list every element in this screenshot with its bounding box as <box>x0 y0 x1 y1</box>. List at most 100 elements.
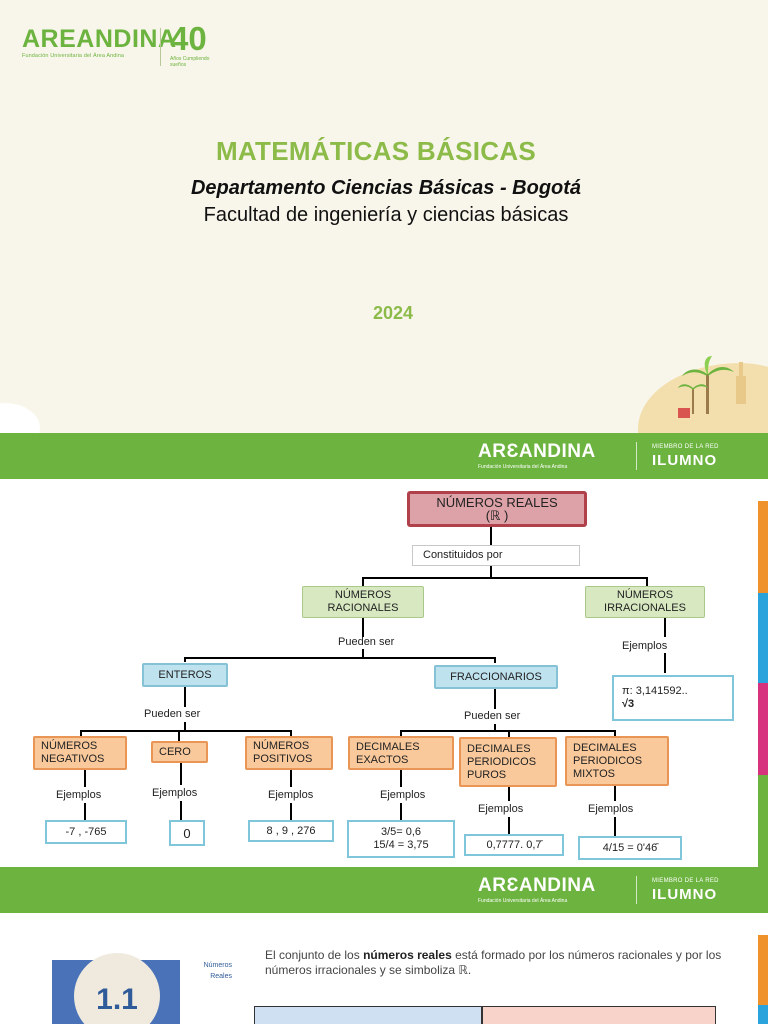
stripe-blue <box>758 593 768 683</box>
pure-periodic-node: DECIMALES PERIODICOS PUROS <box>459 737 557 787</box>
stripe-magenta <box>758 683 768 775</box>
section-side-label: Números Reales <box>196 960 232 982</box>
zero-examples-label: Ejemplos <box>152 787 198 799</box>
integers-label: ENTEROS <box>158 668 212 681</box>
side-label-line-2: Reales <box>210 973 232 980</box>
connector-line <box>508 785 510 801</box>
network-label: ILUMNO <box>652 886 718 903</box>
connector-line <box>400 730 402 736</box>
course-title: MATEMÁTICAS BÁSICAS <box>215 136 537 166</box>
stripe-green <box>758 775 768 867</box>
connector-line <box>362 649 364 659</box>
irrationals-label: NÚMEROS IRRACIONALES <box>604 589 686 614</box>
connector-line <box>290 730 292 736</box>
connector-line <box>490 566 492 578</box>
rationals-label: NÚMEROS RACIONALES <box>327 589 399 614</box>
connector-line <box>614 785 616 801</box>
exact-decimals-node: DECIMALES EXACTOS <box>348 736 454 770</box>
connector-line <box>508 730 510 738</box>
connector-line <box>80 730 82 736</box>
year-label: 2024 <box>372 303 414 323</box>
member-label: MIEMBRO DE LA RED <box>652 444 719 450</box>
connector-line <box>362 617 364 637</box>
palm-tree-icon <box>678 356 746 418</box>
zero-node: CERO <box>151 741 208 763</box>
department-title: Departamento Ciencias Básicas - Bogotá <box>190 177 582 199</box>
irrationals-examples-label: Ejemplos <box>622 640 668 652</box>
connector-line <box>362 577 648 579</box>
definition-slide: 1.1 Números Reales El conjunto de los nú… <box>0 913 768 1024</box>
pure-example-box: 0,7777. 0,7̄ <box>464 834 564 856</box>
brand-bar-top: ARƐANDINA Fundación Universitaria del Ár… <box>0 433 768 479</box>
definition-text: El conjunto de los números reales está f… <box>265 948 725 978</box>
member-label: MIEMBRO DE LA RED <box>652 878 719 884</box>
connector-line <box>184 657 496 659</box>
stripe-blue <box>758 1005 768 1024</box>
connector-line <box>184 722 186 732</box>
brand-wordmark: ARƐANDINA <box>478 875 596 896</box>
areandina-logo: AREANDINA Fundación Universitaria del Ár… <box>22 26 177 59</box>
definition-text-bold: números reales <box>363 948 452 962</box>
zero-example: 0 <box>183 825 191 841</box>
section-badge: 1.1 <box>74 953 160 1024</box>
anniversary-number: 40 <box>170 20 207 57</box>
integers-can-be-label: Pueden ser <box>144 708 201 720</box>
positives-example-box: 8 , 9 , 276 <box>248 820 334 842</box>
sqrt3-example: √3 <box>622 698 635 710</box>
stripe-orange <box>758 501 768 593</box>
connector-line <box>80 730 292 732</box>
connector-line <box>400 769 402 787</box>
positives-examples-label: Ejemplos <box>268 789 314 801</box>
corner-decoration <box>0 403 40 433</box>
connector-line <box>490 526 492 546</box>
connector-line <box>508 817 510 835</box>
irrational-examples-box: π: 3,141592.. √3 <box>612 675 734 721</box>
pure-example: 0,7777. 0,7̄ <box>486 838 542 851</box>
integers-node: ENTEROS <box>142 663 228 687</box>
pure-examples-label: Ejemplos <box>478 803 524 815</box>
real-numbers-node: NÚMEROS REALES (ℝ ) <box>407 491 587 527</box>
brand-divider <box>636 442 637 470</box>
negatives-examples-label: Ejemplos <box>56 789 102 801</box>
connector-line <box>614 817 616 837</box>
real-numbers-symbol: (ℝ ) <box>485 508 509 523</box>
fractional-label: FRACCIONARIOS <box>450 670 542 683</box>
connector-line <box>180 801 182 821</box>
definition-text-part-2: está formado por los números racionales … <box>265 948 722 977</box>
connector-line <box>84 803 86 821</box>
constituted-by-label: Constituidos por <box>423 549 503 561</box>
connector-line <box>494 657 496 663</box>
mixed-examples-label: Ejemplos <box>588 803 634 815</box>
fractional-node: FRACCIONARIOS <box>434 665 558 689</box>
title-slide: AREANDINA Fundación Universitaria del Ár… <box>0 0 768 433</box>
faculty-title: Facultad de ingeniería y ciencias básica… <box>203 204 569 226</box>
connector-line <box>664 607 666 637</box>
positive-numbers-node: NÚMEROS POSITIVOS <box>245 736 333 770</box>
connector-line <box>184 657 186 662</box>
negative-numbers-label: NÚMEROS NEGATIVOS <box>41 740 105 765</box>
mixed-periodic-label: DECIMALES PERIODICOS MIXTOS <box>573 741 643 780</box>
connector-line <box>400 803 402 821</box>
negatives-example-box: -7 , -765 <box>45 820 127 844</box>
connector-line <box>84 769 86 787</box>
stripe-orange <box>758 935 768 1005</box>
anniversary-logo: 40 Años Cumpliendo sueños <box>170 20 220 69</box>
logo-subtitle: Fundación Universitaria del Área Andina <box>22 53 125 59</box>
rationals-table-header <box>254 1006 482 1024</box>
zero-label: CERO <box>159 745 191 758</box>
rationals-node: NÚMEROS RACIONALES <box>302 586 424 618</box>
exact-examples-label: Ejemplos <box>380 789 426 801</box>
connector-line <box>180 763 182 785</box>
connector-line <box>664 653 666 673</box>
brand-subtitle: Fundación Universitaria del Área Andina <box>478 464 568 470</box>
exact-example-box: 3/5= 0,6 15/4 = 3,75 <box>347 820 455 858</box>
section-number: 1.1 <box>96 983 138 1016</box>
connector-line <box>178 730 180 742</box>
anniversary-subtitle: Años Cumpliendo sueños <box>170 56 210 68</box>
mixed-periodic-node: DECIMALES PERIODICOS MIXTOS <box>565 736 669 786</box>
mixed-example: 4/15 = 0'46̄ <box>602 841 658 854</box>
positives-example: 8 , 9 , 276 <box>266 824 316 837</box>
negative-numbers-node: NÚMEROS NEGATIVOS <box>33 736 127 770</box>
connector-line <box>362 577 364 587</box>
